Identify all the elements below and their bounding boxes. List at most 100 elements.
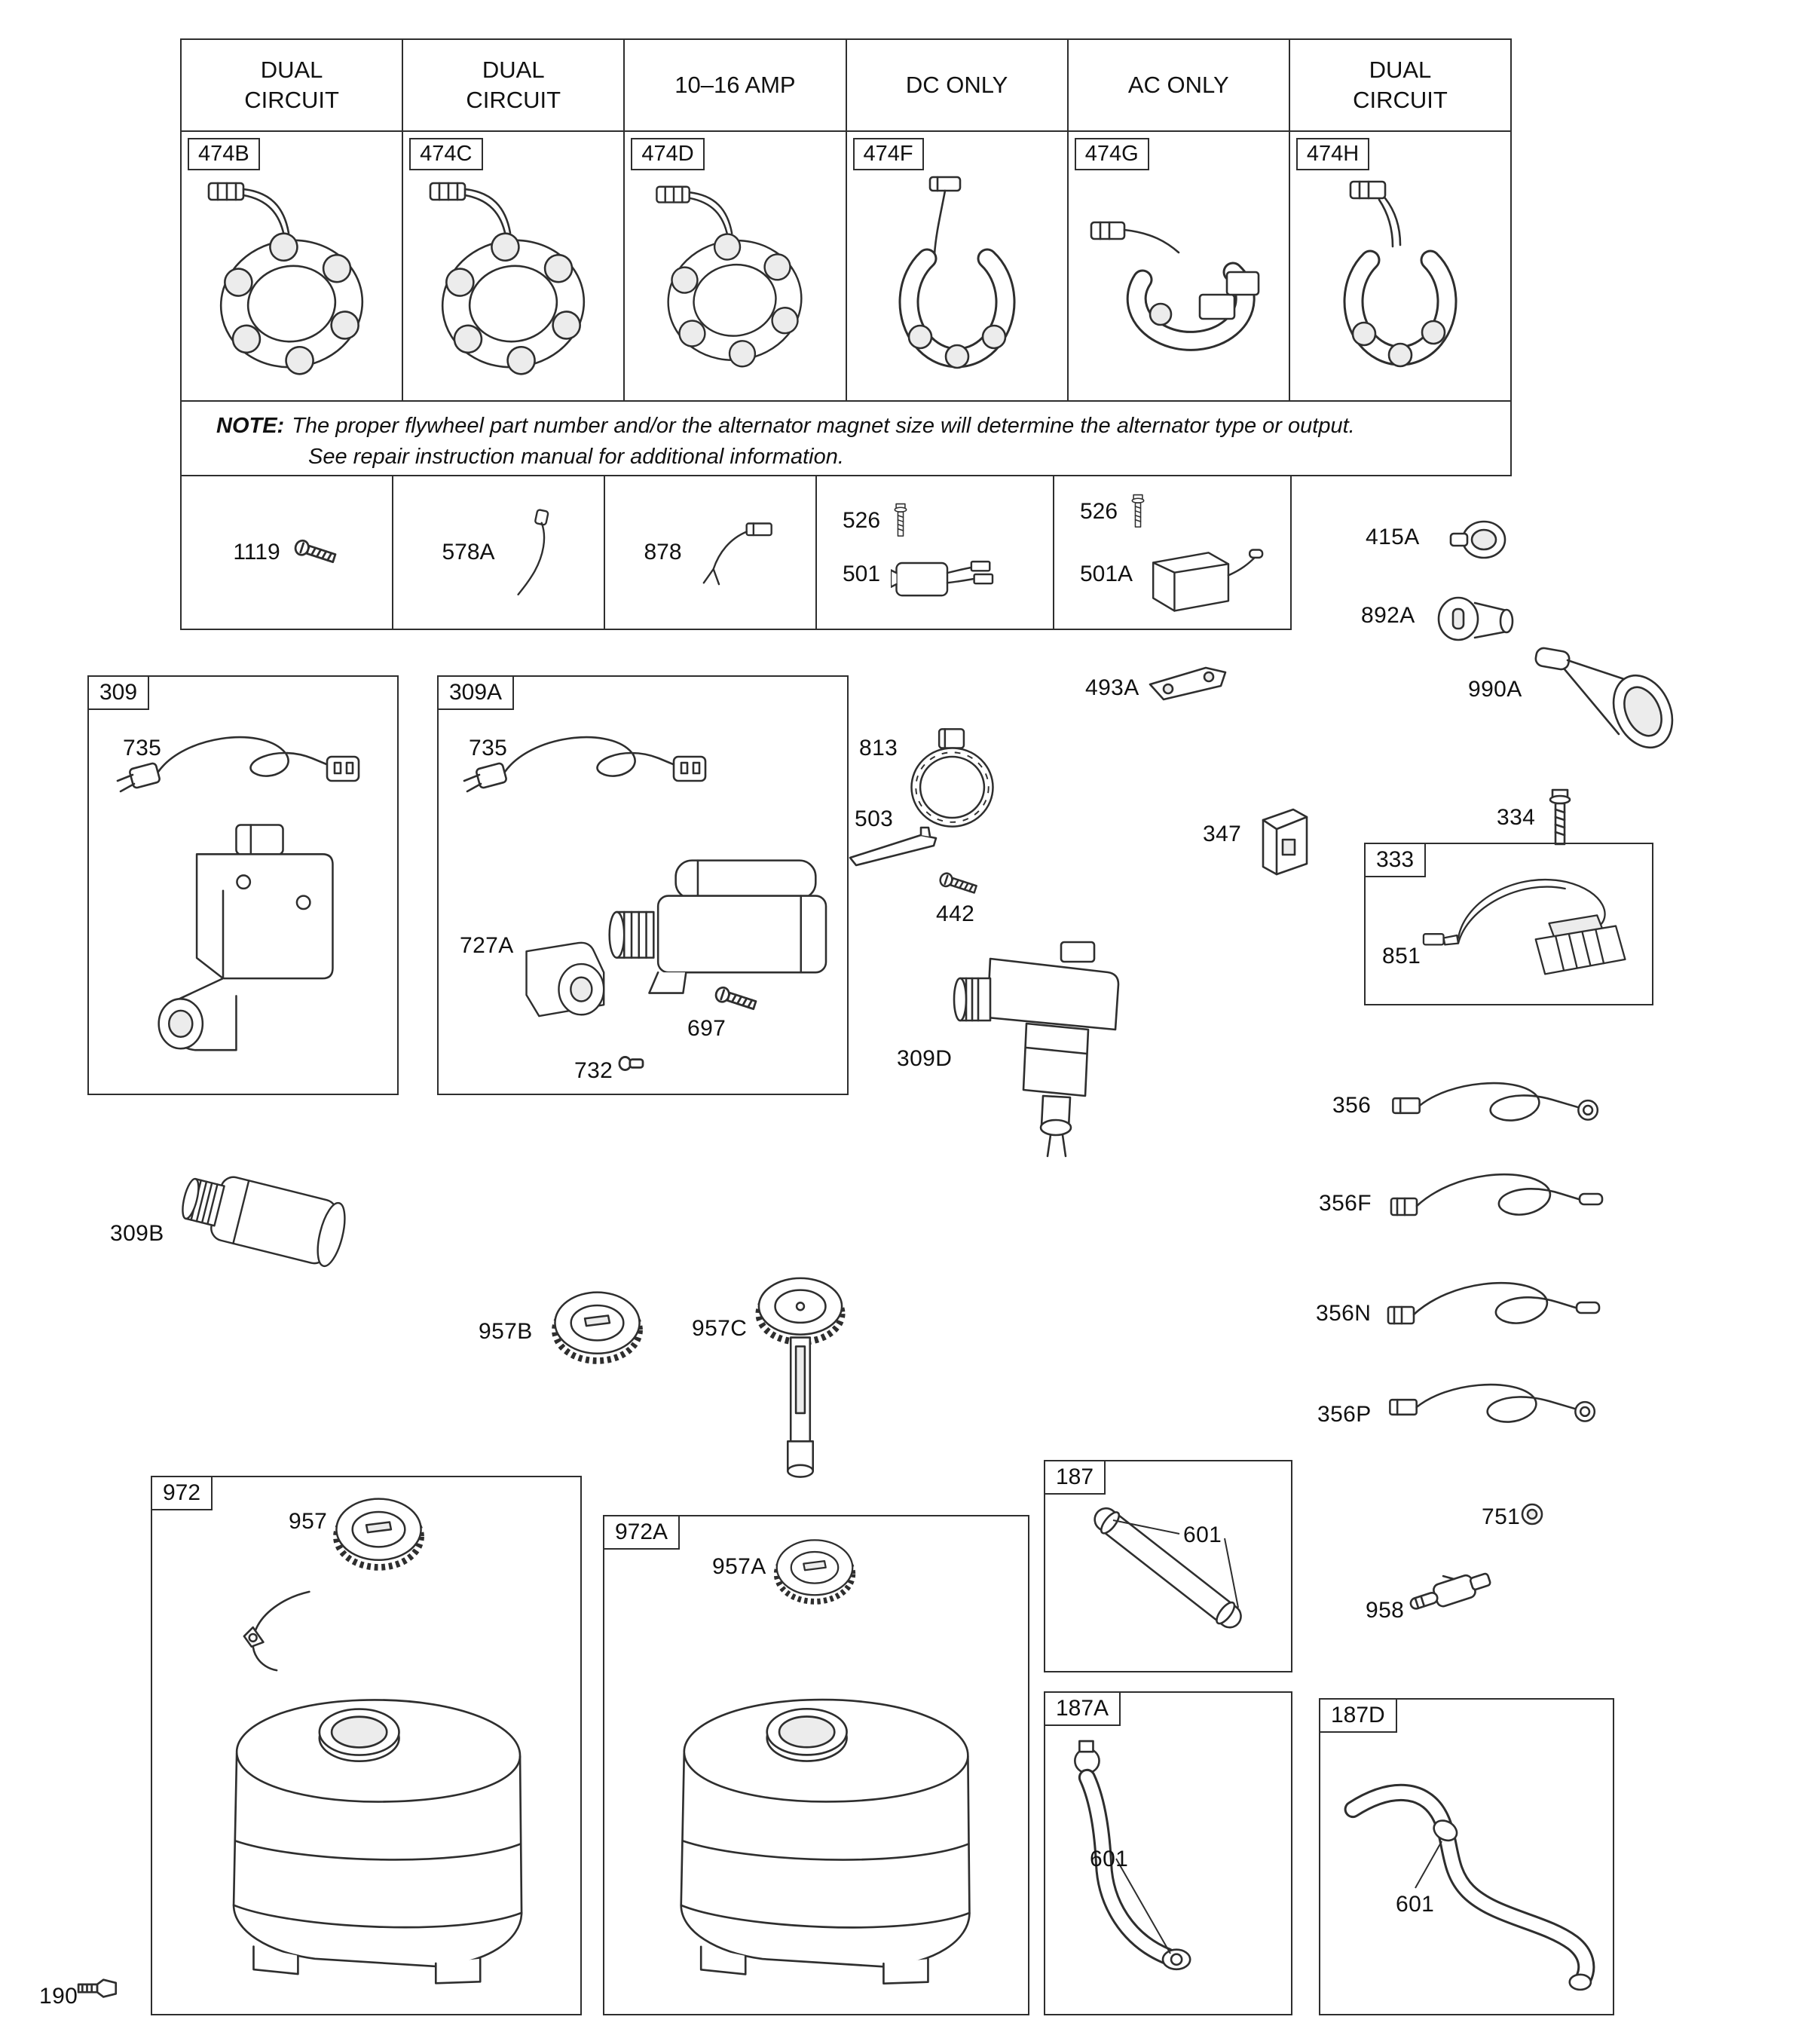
part-label-813: 813 <box>859 736 898 760</box>
part-label-334: 334 <box>1497 805 1536 830</box>
fuel-cap-gauge-icon <box>745 1272 856 1502</box>
group-box-187d: 187D <box>1319 1698 1614 2015</box>
ignition-armature-icon <box>1411 859 1646 999</box>
part-label-356p: 356P <box>1317 1402 1372 1427</box>
part-label-501a: 501A <box>1080 562 1133 586</box>
alternator-illustration-row: 474B 474C 474D 474F 474G 474H <box>182 130 1510 400</box>
regulator-icon <box>891 546 1004 603</box>
group-box-309: 309 <box>87 675 399 1095</box>
column-header: DUAL CIRCUIT <box>1353 56 1448 113</box>
switch-block-icon <box>1251 800 1311 876</box>
part-label-601: 601 <box>1183 1522 1222 1547</box>
part-label-751: 751 <box>1482 1504 1521 1529</box>
screw-icon <box>938 870 981 898</box>
parts-cell-578a: 578A <box>393 476 605 629</box>
parts-cell-501a: 526 501A <box>1054 476 1290 629</box>
alternator-cell-474g: 474G <box>1069 132 1290 400</box>
wire-harness-icon <box>1385 1370 1607 1444</box>
note-text-2: See repair instruction manual for additi… <box>308 444 844 469</box>
group-box-187a: 187A <box>1044 1691 1292 2015</box>
parts-cell-1119: 1119 <box>182 476 393 629</box>
page-number: 190 <box>39 1984 78 2009</box>
part-label-356f: 356F <box>1319 1191 1372 1216</box>
starter-drive-icon <box>511 926 616 1035</box>
wire-harness-icon <box>1384 1266 1610 1349</box>
part-label-356n: 356N <box>1316 1301 1372 1326</box>
fuel-cap-icon <box>766 1532 864 1611</box>
alternator-cell-474d: 474D <box>625 132 847 400</box>
part-tag-474b: 474B <box>188 138 260 170</box>
column-header: DUAL CIRCUIT <box>182 40 404 130</box>
part-label-892a: 892A <box>1361 603 1415 628</box>
group-box-309a: 309A <box>437 675 849 1095</box>
group-tag-309: 309 <box>87 675 150 710</box>
bracket-icon <box>1142 657 1233 702</box>
key-icon <box>1436 514 1519 567</box>
alternator-cell-474f: 474F <box>847 132 1069 400</box>
group-box-187: 187 <box>1044 1460 1292 1672</box>
part-label-735b: 735 <box>469 736 508 760</box>
parts-row-501a: 501A <box>1080 537 1264 612</box>
part-label-442: 442 <box>936 901 975 926</box>
stop-wire-icon <box>694 518 777 587</box>
power-cord-icon <box>458 722 714 812</box>
column-header: DUAL CIRCUIT <box>403 40 626 130</box>
part-tag-474g: 474G <box>1074 138 1149 170</box>
group-tag-187a: 187A <box>1044 1691 1121 1726</box>
power-cord-icon <box>112 722 368 812</box>
part-label-697: 697 <box>687 1016 726 1041</box>
part-label-957c: 957C <box>692 1316 748 1341</box>
alternator-474g-illustration <box>1088 180 1269 361</box>
part-label-851: 851 <box>1382 944 1421 969</box>
alternator-474d-illustration <box>650 168 820 381</box>
starter-motor-vertical-icon <box>948 933 1152 1182</box>
horn-icon <box>1528 639 1679 752</box>
part-label-735: 735 <box>123 736 162 760</box>
note-label: NOTE: <box>216 414 285 438</box>
fuel-tank-icon <box>628 1652 1017 1997</box>
clamp-ring-icon <box>901 722 1003 834</box>
part-label-878: 878 <box>644 540 682 565</box>
parts-row-501: 501 <box>843 546 1004 603</box>
alternator-table-header-row: DUAL CIRCUIT DUAL CIRCUIT 10–16 AMP DC O… <box>182 40 1510 130</box>
plug-icon <box>615 1052 648 1075</box>
parts-row-526: 526 <box>843 502 910 540</box>
alternator-cell-474h: 474H <box>1290 132 1510 400</box>
screw-icon <box>891 502 910 540</box>
part-label-1119: 1119 <box>233 540 280 565</box>
alternator-table: DUAL CIRCUIT DUAL CIRCUIT 10–16 AMP DC O… <box>180 38 1512 476</box>
leader-lines <box>1115 1858 1171 1954</box>
part-label-526: 526 <box>843 508 881 533</box>
alternator-cell-474b: 474B <box>182 132 404 400</box>
part-label-957: 957 <box>289 1509 328 1534</box>
bracket-strip-icon <box>846 826 944 868</box>
part-label-601b: 601 <box>1090 1847 1129 1871</box>
screw-icon <box>292 537 341 568</box>
alternator-474f-illustration <box>882 170 1032 381</box>
parts-cell-878: 878 <box>605 476 817 629</box>
alternator-table-parts-row: 1119 578A 878 526 501 526 501A <box>180 476 1292 630</box>
group-tag-972: 972 <box>151 1476 213 1510</box>
starter-motor-icon <box>167 1143 367 1305</box>
alternator-474b-illustration <box>201 164 382 390</box>
column-header: 10–16 AMP <box>625 40 847 130</box>
part-label-990a: 990A <box>1468 677 1522 702</box>
part-label-493a: 493A <box>1085 675 1139 700</box>
part-tag-474h: 474H <box>1295 138 1370 170</box>
part-label-578a: 578A <box>442 540 495 565</box>
washer-icon <box>1518 1500 1546 1529</box>
group-tag-187: 187 <box>1044 1460 1106 1495</box>
group-tag-187d: 187D <box>1319 1698 1397 1733</box>
fuel-valve-icon <box>1403 1557 1503 1630</box>
part-label-727a: 727A <box>460 933 514 958</box>
screw-icon <box>1128 493 1148 531</box>
parts-cell-501: 526 501 <box>817 476 1054 629</box>
parts-row-526b: 526 <box>1080 493 1148 531</box>
part-label-526b: 526 <box>1080 499 1118 524</box>
alternator-474h-illustration <box>1320 170 1479 381</box>
fuel-tank-icon <box>183 1652 566 1997</box>
long-screw-icon <box>1543 787 1577 850</box>
fuel-cap-icon <box>324 1489 433 1578</box>
note-line-1: NOTE:The proper flywheel part number and… <box>216 411 1495 442</box>
